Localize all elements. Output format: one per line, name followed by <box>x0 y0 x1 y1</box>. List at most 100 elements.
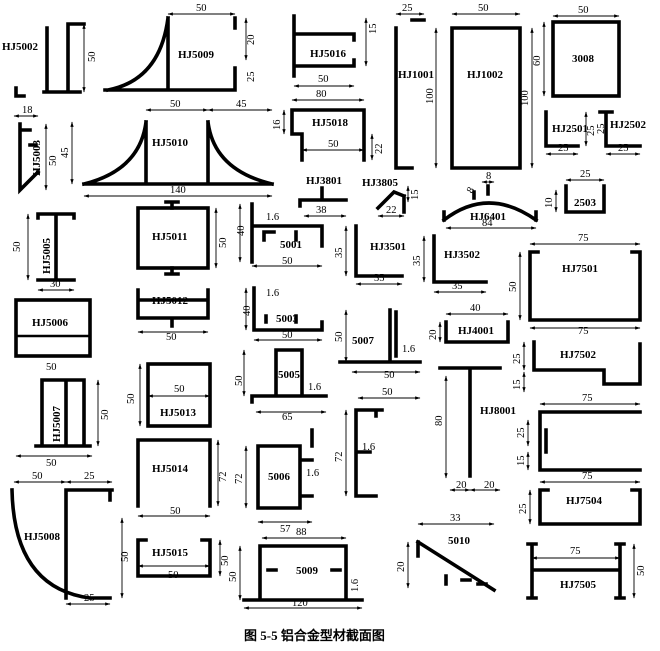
profile-code: 5005 <box>278 369 301 381</box>
dimension: 50 <box>334 332 345 343</box>
profile-hj7502: HJ7502 25 15 <box>512 340 642 393</box>
profile-code: HJ3502 <box>444 249 481 261</box>
profile-code: HJ1001 <box>398 69 434 81</box>
profile-code: HJ5005 <box>41 237 53 274</box>
profile-code: HJ5013 <box>160 407 197 419</box>
profile-hj7505: HJ7505 75 50 <box>526 542 647 600</box>
dimension: 72 <box>218 472 229 483</box>
profile-hj5006: HJ5006 50 <box>14 298 92 373</box>
profile-hj5009: HJ5009 50 20 25 <box>103 3 257 93</box>
profile-code: HJ7505 <box>560 579 597 591</box>
profile-code: HJ5018 <box>312 117 349 129</box>
profile-code: HJ5003 <box>31 139 43 176</box>
dimension: 75 <box>582 471 593 482</box>
profile-5005: 5005 50 1.6 65 <box>234 348 328 423</box>
dimension: 50 <box>234 376 245 387</box>
profile-code: HJ4001 <box>458 325 494 337</box>
dimension: 50 <box>166 332 177 343</box>
dimension: 50 <box>218 238 229 249</box>
dimension: 50 <box>170 506 181 517</box>
profile-hj5012: HJ5012 50 <box>136 288 210 343</box>
profile-hj5007: HJ5007 50 50 <box>15 378 111 469</box>
dimension: 25 <box>84 593 95 604</box>
profile-code: 2503 <box>574 197 597 209</box>
dimension: 50 <box>32 471 43 482</box>
dimension: 72 <box>334 452 345 463</box>
dimension: 50 <box>636 566 647 577</box>
dimension: 15 <box>512 380 523 391</box>
dimension: 1.6 <box>350 579 361 592</box>
profile-hj2501: HJ2501 25 25 <box>544 110 597 156</box>
dimension: 120 <box>292 598 308 609</box>
dimension: 25 <box>402 3 413 14</box>
profile-hj5014: HJ5014 72 50 <box>136 438 229 518</box>
profile-code: HJ5002 <box>2 41 39 53</box>
profile-code: HJ5006 <box>32 317 69 329</box>
dimension: 50 <box>328 139 339 150</box>
dimension: 45 <box>236 99 247 110</box>
dimension: 50 <box>578 5 589 16</box>
profile-hj5015: HJ5015 50 50 <box>136 538 231 581</box>
dimension: 140 <box>170 185 186 196</box>
profile-code: HJ2502 <box>610 119 647 131</box>
profile-hj7504: HJ7504 75 25 <box>518 471 642 526</box>
dimension: 50 <box>174 384 185 395</box>
profile-code: HJ5008 <box>24 531 61 543</box>
profile-hj7501: HJ7501 75 50 75 <box>508 233 642 337</box>
profile-hj3801: HJ3801 38 <box>298 175 348 218</box>
dimension: 22 <box>386 205 397 216</box>
dimension: 65 <box>282 412 293 423</box>
dimension: 20 <box>428 330 439 341</box>
profile-hj4001: HJ4001 40 20 <box>428 303 510 344</box>
dimension: 25 <box>246 72 257 83</box>
dimension: 40 <box>242 306 253 317</box>
profile-code: 5001 <box>280 239 302 251</box>
profile-hj2502: HJ2502 25 25 <box>596 110 647 156</box>
dimension: 50 <box>196 3 207 14</box>
dimension: 50 <box>48 156 59 167</box>
dimension: 35 <box>374 273 385 284</box>
profile-hj5011: HJ5011 50 <box>136 200 229 276</box>
profile-code: HJ6401 <box>470 211 506 223</box>
dimension: 15 <box>516 456 527 467</box>
dimension: 30 <box>50 279 61 290</box>
profile-code: HJ7502 <box>560 349 597 361</box>
profile-code: HJ3805 <box>362 177 399 189</box>
dimension: 1.6 <box>266 288 279 299</box>
profile-code: HJ5015 <box>152 547 189 559</box>
dimension: 18 <box>22 105 33 116</box>
profile-hj8001: HJ8001 80 20 20 <box>434 366 516 492</box>
dimension: 50 <box>382 387 393 398</box>
profile-hj3502: HJ3502 35 35 <box>412 234 488 294</box>
dimension: 50 <box>87 52 98 63</box>
dimension: 16 <box>272 120 283 131</box>
dimension: 75 <box>582 393 593 404</box>
dimension: 1.6 <box>308 382 321 393</box>
profile-5001: 5001 40 1.6 50 <box>236 202 324 268</box>
dimension: 25 <box>518 504 529 515</box>
dimension: 1.6 <box>362 442 375 453</box>
dimension: 72 <box>234 474 245 485</box>
dimension: 20 <box>456 480 467 491</box>
profile-5010: 5010 33 20 <box>396 513 497 593</box>
profile-hj5003: HJ5003 18 50 <box>13 105 59 195</box>
dimension: 57 <box>280 524 291 535</box>
profile-code: 3008 <box>572 53 595 65</box>
profile-hj5002: HJ5002 50 <box>2 22 98 98</box>
dimension: 50 <box>170 99 181 110</box>
dimension: 25 <box>558 143 569 154</box>
profile-hj5013: HJ5013 50 50 <box>126 362 212 428</box>
profile-3008: 3008 50 60 <box>532 5 621 98</box>
dimension: 60 <box>532 56 543 67</box>
dimension: 50 <box>46 362 57 373</box>
dimension: 50 <box>12 242 23 253</box>
dimension: 50 <box>100 410 111 421</box>
dimension: 25 <box>580 169 591 180</box>
profile-5006-variant: 50 72 1.6 <box>334 387 421 498</box>
dimension: 50 <box>228 572 239 583</box>
dimension: 50 <box>220 556 231 567</box>
profile-code: HJ5010 <box>152 137 189 149</box>
dimension: 75 <box>578 326 589 337</box>
dimension: 84 <box>482 218 493 229</box>
dimension: 88 <box>296 527 307 538</box>
